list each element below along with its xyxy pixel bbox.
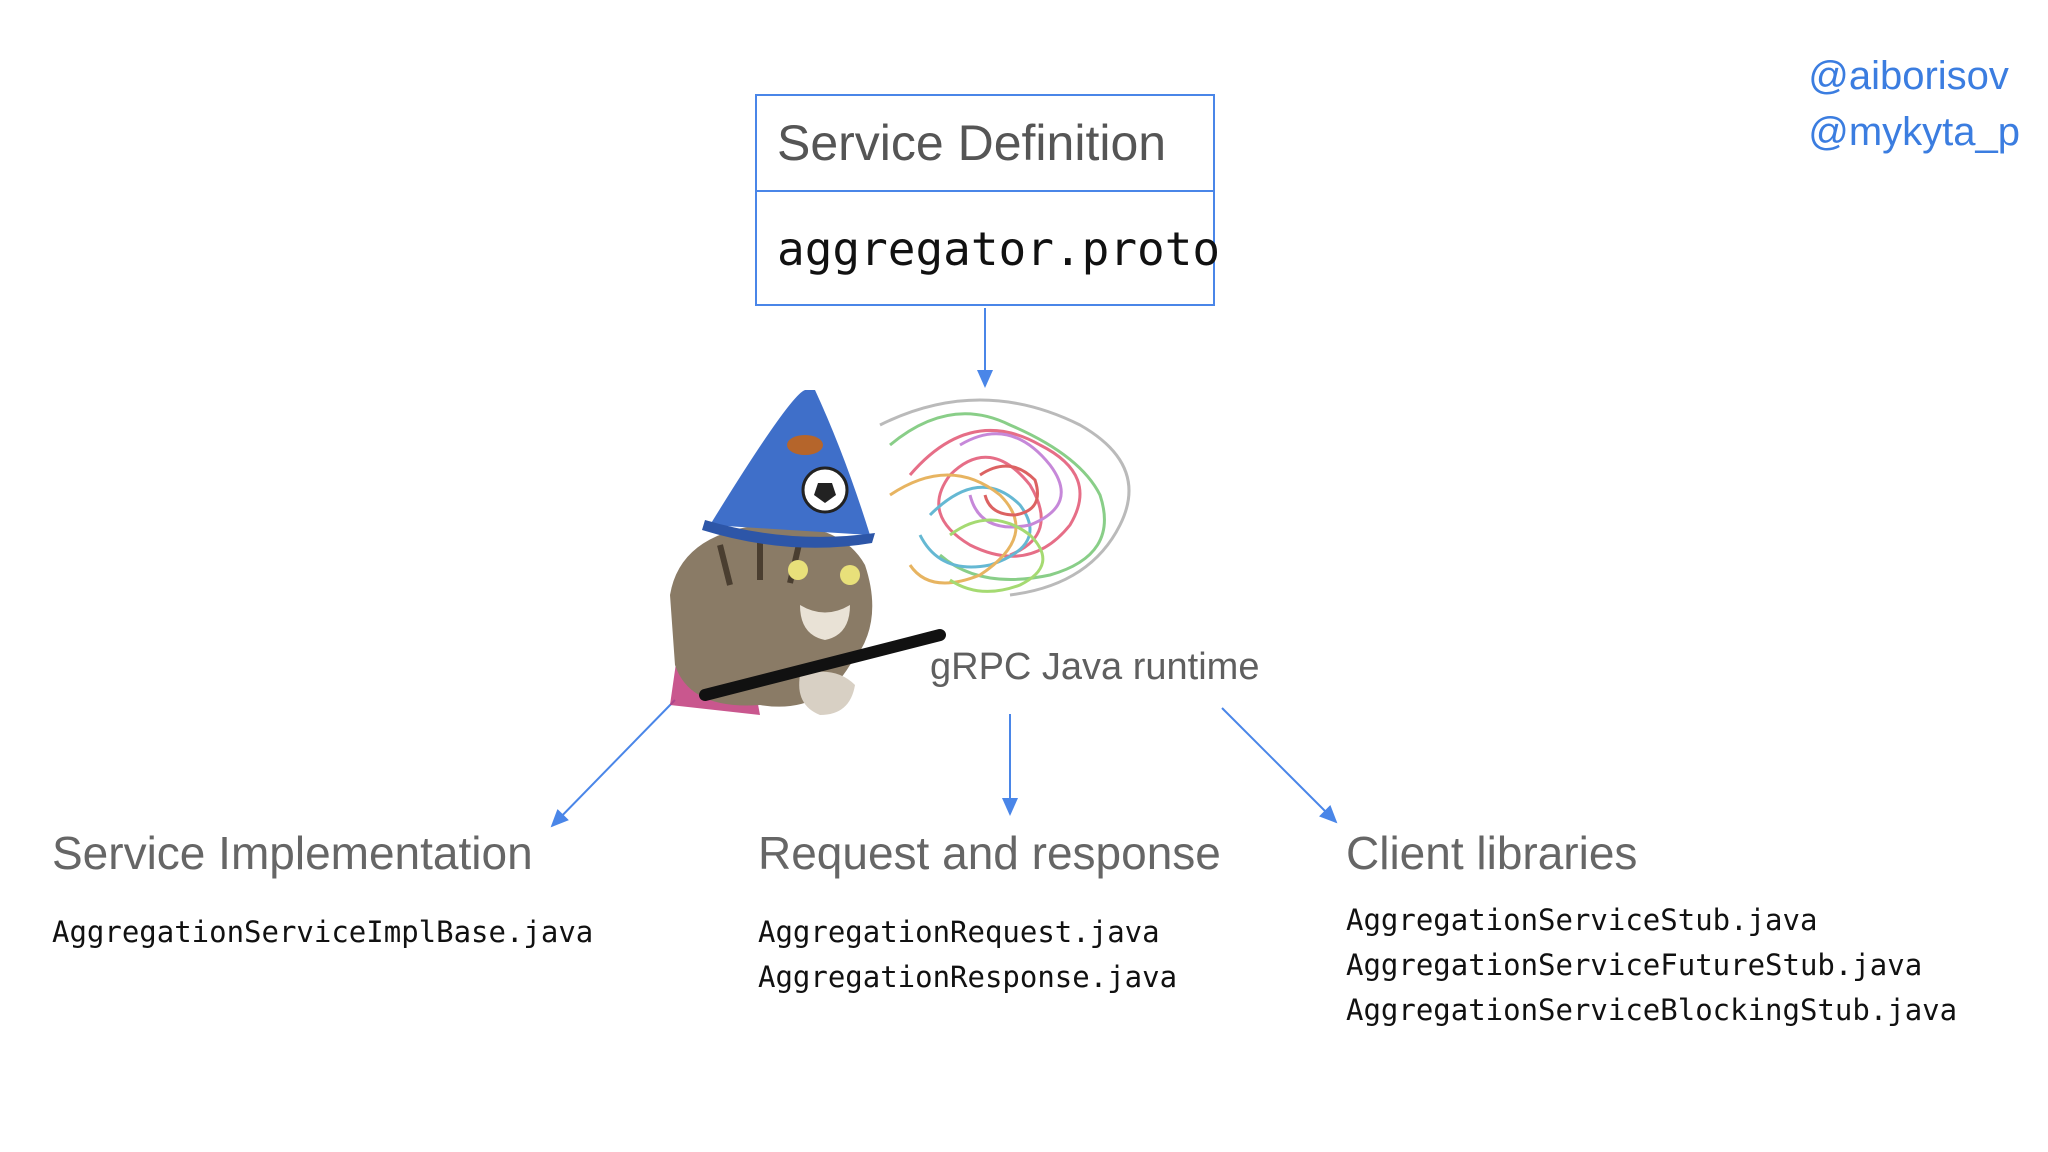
proto-filename: aggregator.proto: [777, 222, 1221, 276]
service-implementation-column: Service Implementation AggregationServic…: [52, 826, 593, 955]
hat-ball-patch: [814, 483, 836, 503]
cat-muzzle: [800, 605, 850, 640]
magic-scribble: [879, 398, 1131, 597]
request-file: AggregationRequest.java: [758, 915, 1160, 949]
service-implementation-title: Service Implementation: [52, 827, 533, 879]
cat-eye-left: [788, 560, 808, 580]
request-response-column: Request and response AggregationRequest.…: [758, 826, 1221, 1000]
response-file: AggregationResponse.java: [758, 960, 1178, 994]
arrow-runtime-to-implementation: [550, 699, 676, 828]
arrow-runtime-to-clients: [1221, 707, 1338, 824]
client-libraries-title: Client libraries: [1346, 827, 1638, 879]
cat-paw: [799, 671, 855, 715]
hat-brim: [702, 520, 875, 548]
author-handles: @aiborisov @mykyta_p: [1808, 48, 2020, 160]
cat-eye-right: [840, 565, 860, 585]
wizard-cat-illustration: [670, 390, 1131, 715]
service-definition-box: Service Definition aggregator.proto: [755, 94, 1221, 306]
impl-base-file: AggregationServiceImplBase.java: [52, 915, 594, 949]
service-definition-title: Service Definition: [757, 96, 1213, 192]
wizard-hat: [710, 390, 870, 535]
author-handle-2[interactable]: @mykyta_p: [1808, 110, 2020, 154]
hat-football: [787, 435, 823, 455]
client-libraries-column: Client libraries AggregationServiceStub.…: [1346, 826, 1957, 1033]
stub-file: AggregationServiceStub.java: [1346, 903, 1818, 937]
magic-wand: [699, 629, 946, 701]
blocking-stub-file: AggregationServiceBlockingStub.java: [1346, 993, 1958, 1027]
future-stub-file: AggregationServiceFutureStub.java: [1346, 948, 1923, 982]
request-response-title: Request and response: [758, 827, 1221, 879]
author-handle-1[interactable]: @aiborisov: [1808, 54, 2009, 98]
runtime-label: gRPC Java runtime: [930, 646, 1260, 688]
